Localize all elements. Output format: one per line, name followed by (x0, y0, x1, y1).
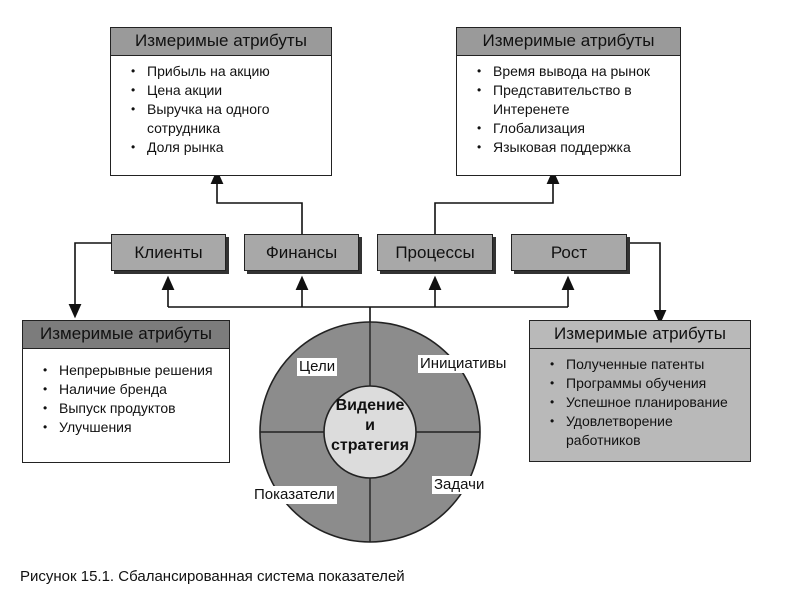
attributes-box-title: Измеримые атрибуты (23, 321, 229, 349)
attributes-list: Прибыль на акцию Цена акции Выручка на о… (111, 56, 331, 163)
attributes-box-title: Измеримые атрибуты (530, 321, 750, 349)
attributes-list: Время вывода на рынок Представительство … (457, 56, 680, 163)
perspective-label: Рост (550, 242, 588, 262)
attributes-list: Полученные патенты Программы обучения Ус… (530, 349, 750, 456)
list-item: Наличие бренда (43, 380, 221, 399)
attributes-box-top-right: Измеримые атрибуты Время вывода на рынок… (456, 27, 681, 176)
list-item: Глобализация (477, 119, 672, 138)
center-line: и (365, 417, 375, 434)
perspective-finance: Финансы (244, 234, 359, 271)
perspective-growth: Рост (511, 234, 627, 271)
perspective-label: Финансы (265, 242, 338, 262)
list-item: Время вывода на рынок (477, 62, 672, 81)
list-item: Выручка на одного сотрудника (131, 100, 323, 138)
attributes-box-bottom-left: Измеримые атрибуты Непрерывные решения Н… (22, 320, 230, 463)
list-item: Выпуск продуктов (43, 399, 221, 418)
circle-label-goals: Цели (297, 358, 338, 376)
circle-label-tasks: Задачи (432, 476, 487, 494)
center-line: стратегия (331, 437, 409, 454)
list-item: Прибыль на акцию (131, 62, 323, 81)
list-item: Улучшения (43, 418, 221, 437)
list-item: Представительство в Интеренете (477, 81, 672, 119)
list-item: Программы обучения (550, 374, 742, 393)
list-item: Языковая поддержка (477, 138, 672, 157)
circle-label-indicators: Показатели (252, 486, 337, 504)
attributes-box-top-left: Измеримые атрибуты Прибыль на акцию Цена… (110, 27, 332, 176)
figure-caption: Рисунок 15.1. Сбалансированная система п… (20, 568, 405, 585)
list-item: Успешное планирование (550, 393, 742, 412)
list-item: Полученные патенты (550, 355, 742, 374)
circle-center-text: Видение и стратегия (325, 396, 415, 456)
attributes-box-title: Измеримые атрибуты (457, 28, 680, 56)
center-line: Видение (335, 397, 405, 414)
list-item: Доля рынка (131, 138, 323, 157)
perspective-label: Процессы (395, 242, 475, 262)
attributes-box-bottom-right: Измеримые атрибуты Полученные патенты Пр… (529, 320, 751, 462)
attributes-list: Непрерывные решения Наличие бренда Выпус… (23, 349, 229, 443)
perspective-processes: Процессы (377, 234, 493, 271)
perspective-label: Клиенты (134, 242, 203, 262)
attributes-box-title: Измеримые атрибуты (111, 28, 331, 56)
perspective-clients: Клиенты (111, 234, 226, 271)
list-item: Цена акции (131, 81, 323, 100)
list-item: Удовлетворение работников (550, 412, 742, 450)
list-item: Непрерывные решения (43, 361, 221, 380)
circle-label-initiatives: Инициативы (418, 355, 509, 373)
